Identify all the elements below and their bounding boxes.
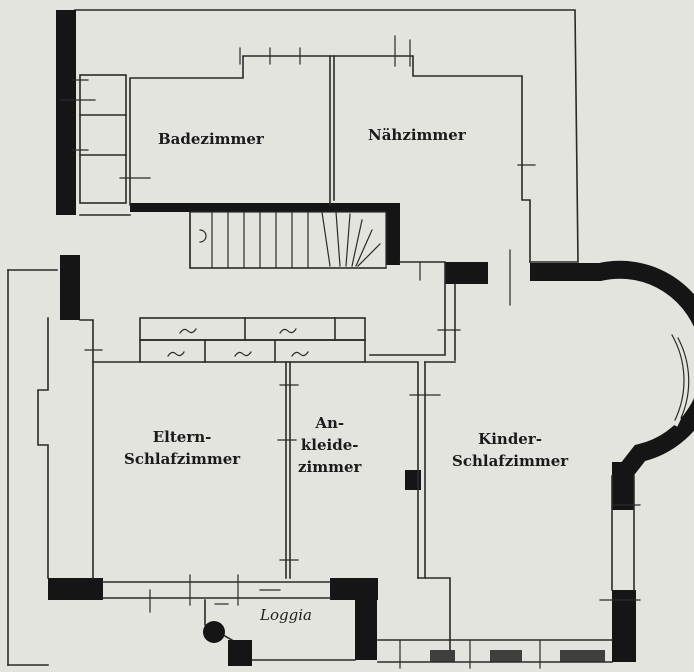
room-label-line: Eltern- xyxy=(152,428,212,446)
room-label-line: An- xyxy=(315,414,345,432)
interior-walls xyxy=(37,55,635,663)
room-label-text: Nähzimmer xyxy=(368,126,466,144)
wardrobe-hooks xyxy=(167,328,309,357)
room-label-line: Schlafzimmer xyxy=(452,452,569,470)
room-label-line: Kinder- xyxy=(478,430,542,448)
room-label-eltern-schlafzimmer: Eltern- Schlafzimmer xyxy=(124,426,240,470)
room-label-kinder-schlafzimmer: Kinder- Schlafzimmer xyxy=(452,428,568,472)
bay-wall xyxy=(530,260,694,482)
window-marks xyxy=(59,35,641,669)
room-label-line: kleide- xyxy=(300,436,359,454)
outer-boundary xyxy=(7,9,579,666)
staircase xyxy=(189,211,387,269)
loggia-label: Loggia xyxy=(260,606,312,624)
loggia-pillar xyxy=(203,621,249,664)
room-label-line: zimmer xyxy=(298,458,362,476)
room-label-naehzimmer: Nähzimmer xyxy=(368,124,466,146)
walls xyxy=(48,10,636,666)
room-label-text: Badezimmer xyxy=(158,130,264,148)
room-label-ankleidezimmer: An- kleide- zimmer xyxy=(298,412,361,478)
room-label-line: Schlafzimmer xyxy=(124,450,241,468)
room-label-badezimmer: Badezimmer xyxy=(158,128,264,150)
